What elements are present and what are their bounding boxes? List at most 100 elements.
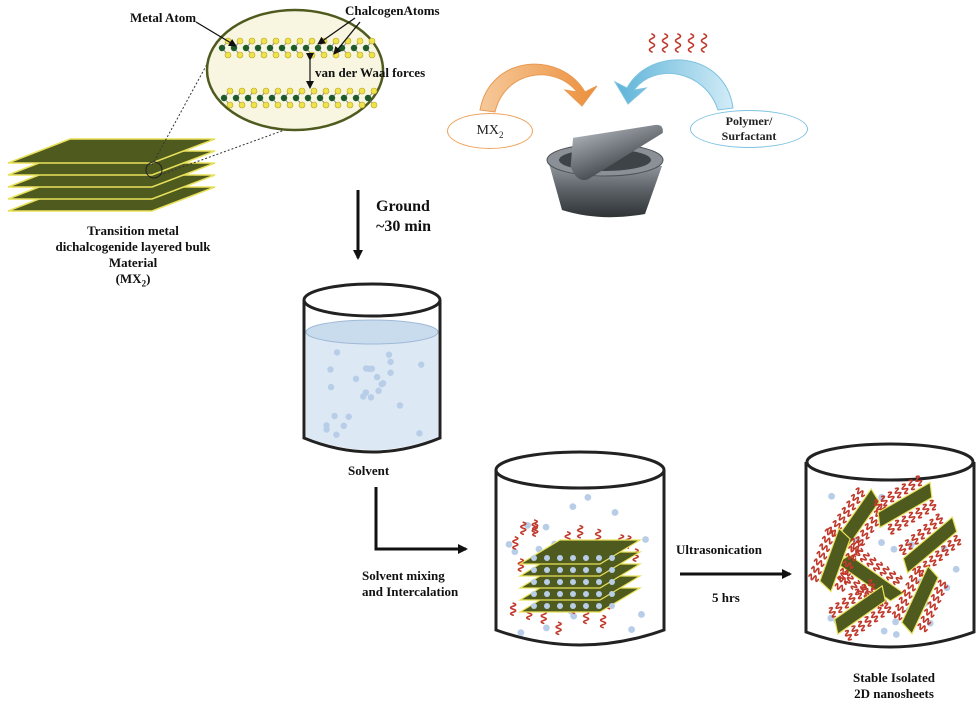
intercalant-dot	[570, 579, 576, 585]
polymer-line2: Surfactant	[721, 129, 777, 143]
beaker3-dot	[890, 545, 898, 553]
nanosheet-polymer	[857, 620, 866, 632]
beaker3-dot	[892, 631, 900, 638]
intercalant-dot	[531, 579, 537, 585]
beaker2-polymer	[555, 621, 562, 636]
metal-atom	[232, 94, 240, 102]
intercalant-dot	[609, 591, 615, 597]
nanosheet-polymer	[905, 582, 917, 592]
intercalant-dot	[596, 579, 602, 585]
bulk-layered-material-stack	[7, 138, 216, 212]
intercalant-dot	[583, 579, 589, 585]
nanosheet-polymer	[894, 519, 902, 531]
chalcogen-atom	[236, 51, 244, 59]
bulk-label-line3: Material	[108, 255, 158, 270]
polymer-line1: Polymer/	[725, 114, 773, 128]
bulk-label-line1: Transition metal	[87, 223, 179, 238]
polymer-chain	[661, 33, 669, 53]
nanosheet-polymer	[839, 567, 851, 577]
nanosheet-polymer	[904, 539, 913, 550]
nanosheet-polymer	[821, 535, 833, 545]
intercalant-dot	[596, 555, 602, 561]
polymer-chain	[687, 33, 695, 53]
nanosheet-polymer	[912, 567, 923, 577]
nanosheet-polymer	[894, 487, 902, 499]
metal-atom	[244, 94, 252, 102]
chalcogen-atom	[274, 87, 282, 95]
solvent-dot	[367, 394, 375, 401]
nanosheet-polymer	[834, 582, 846, 592]
nanosheet-polymer	[851, 625, 859, 637]
nanosheet-polymer	[884, 602, 892, 614]
nanosheet-polymer	[810, 565, 822, 575]
beaker2-dot	[543, 624, 550, 632]
nanosheet-polymer	[855, 487, 866, 498]
metal-atom	[290, 44, 298, 52]
metal-atom	[314, 44, 322, 52]
ultrasonication-label: Ultrasonication	[676, 542, 762, 557]
nanosheet-polymer	[866, 557, 877, 567]
solvent-dot	[352, 375, 360, 383]
metal-atom	[266, 44, 274, 52]
nanosheet-polymer	[934, 550, 944, 562]
nanosheet-polymer	[895, 603, 906, 614]
chalcogen-atom	[284, 37, 292, 45]
intercalant-dot	[557, 579, 563, 585]
intercalant-dot	[596, 591, 602, 597]
beaker2-polymer	[540, 610, 548, 625]
solvent-dot	[375, 387, 382, 395]
intercalant-dot	[544, 555, 550, 561]
nanosheet-polymer	[953, 534, 962, 546]
solvent-dot	[345, 413, 352, 420]
nanosheet-polymer	[837, 575, 849, 585]
chalcogen-atom	[248, 37, 256, 45]
chalcogen-atom	[332, 51, 340, 59]
nanosheet-polymer	[901, 515, 909, 527]
intercalation-beaker-icon	[494, 450, 666, 647]
beaker2-dot	[642, 536, 649, 543]
intercalant-dot	[609, 555, 615, 561]
nanosheet-polymer	[867, 579, 876, 591]
nanosheet-polymer	[869, 516, 879, 527]
metal-atom	[350, 44, 358, 52]
mixing-label: Solvent mixing and Intercalation	[362, 568, 458, 600]
chalcogen-atom	[224, 51, 232, 59]
nanosheet-polymer	[916, 528, 926, 540]
metal-atom	[326, 44, 334, 52]
intercalated-stack	[517, 539, 643, 613]
ground-line1: Ground	[376, 198, 430, 215]
nanosheet-polymer	[892, 575, 903, 586]
nanosheet-polymer	[873, 499, 881, 511]
nanosheet-polymer	[934, 586, 945, 597]
bulk-label-formula: (MX2)	[115, 271, 151, 289]
mx2-bubble: MX2	[447, 113, 533, 149]
nanosheet-polymer	[861, 583, 869, 595]
beaker2-dot	[584, 493, 592, 501]
chalcogen-atom	[272, 51, 280, 59]
intercalant-dot	[570, 567, 576, 573]
nanosheet-polymer	[927, 601, 939, 611]
nanosheet-polymer	[941, 545, 950, 556]
solvent-dot	[327, 366, 334, 373]
beaker2-polymer	[531, 519, 539, 533]
nanosheet-polymer	[824, 528, 836, 538]
final-line2: 2D nanosheets	[854, 686, 934, 701]
metal-atom	[364, 94, 372, 102]
nanosheet-polymer	[842, 560, 854, 570]
intercalant-dot	[609, 603, 615, 609]
chalcogen-atom	[346, 101, 354, 109]
nanosheet-polymer	[923, 523, 932, 535]
nanosheet-polymer	[845, 552, 857, 562]
ground-line2: ~30 min	[376, 218, 431, 235]
chalcogen-atom	[370, 101, 378, 109]
chalcogen-atom	[334, 101, 342, 109]
nanosheet-polymer	[854, 588, 863, 600]
nanosheet-polymer	[929, 499, 937, 511]
solvent-dot	[387, 369, 394, 376]
chalcogen-atom	[296, 51, 304, 59]
chalcogen-atom	[226, 87, 234, 95]
polymer-chain-icon	[648, 33, 708, 53]
nanosheet-polymer	[850, 579, 861, 590]
chalcogen-atom	[250, 87, 258, 95]
nanosheet	[877, 481, 933, 529]
